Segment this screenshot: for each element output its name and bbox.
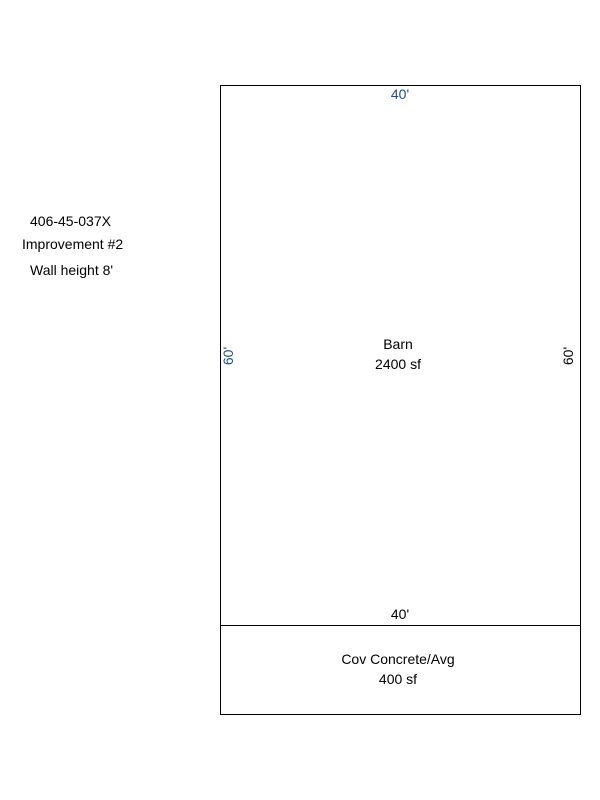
barn-area: 2400 sf: [375, 356, 421, 372]
parcel-id: 406-45-037X: [30, 213, 111, 229]
barn-top-dimension: 40': [391, 86, 409, 102]
wall-height-label: Wall height 8': [30, 262, 114, 278]
barn-bottom-dimension: 40': [391, 606, 409, 622]
barn-name: Barn: [383, 336, 413, 352]
barn-left-dimension: 60': [220, 347, 236, 365]
porch-area: 400 sf: [379, 671, 417, 687]
improvement-label: Improvement #2: [22, 236, 124, 252]
barn-right-dimension: 60': [560, 347, 576, 365]
porch-outline: [220, 625, 581, 715]
porch-name: Cov Concrete/Avg: [341, 651, 454, 667]
